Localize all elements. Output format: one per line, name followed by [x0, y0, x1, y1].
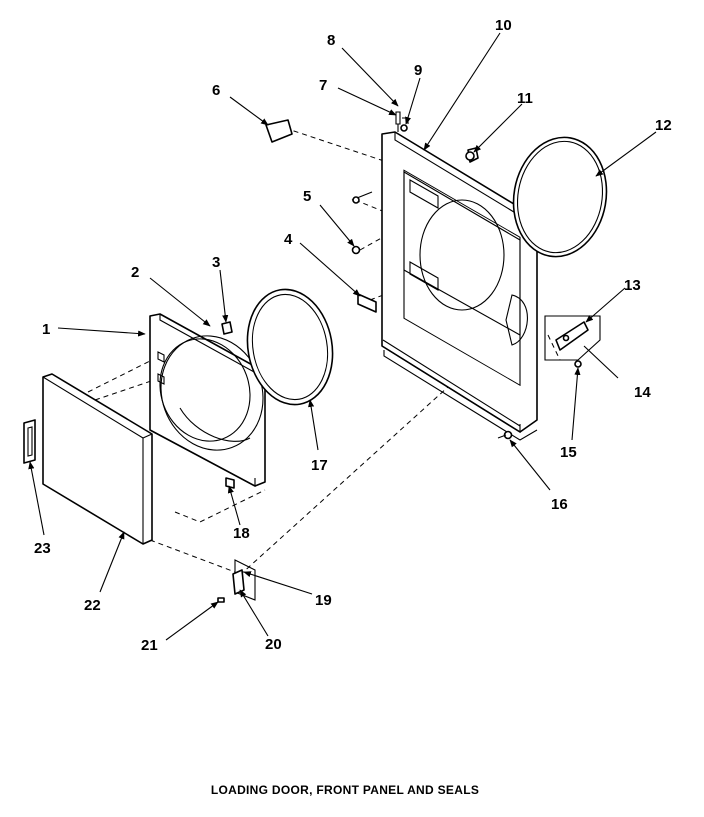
bracket: [265, 119, 293, 143]
callout-6: 6: [212, 82, 220, 99]
door-hinge: [217, 559, 256, 603]
callout-1: 1: [42, 321, 50, 338]
leader-lines: [28, 32, 657, 641]
screw-bottom: [497, 430, 513, 440]
callout-11: 11: [517, 90, 533, 107]
door-handle: [23, 419, 36, 464]
door-outer-panel: [42, 373, 153, 545]
door-gasket: [246, 288, 334, 406]
callout-14: 14: [634, 384, 651, 401]
callout-5: 5: [303, 188, 311, 205]
callout-labels: 1 2 3 4 5 6 7 8 9 10 11 12 13 14 15 16 1…: [34, 17, 672, 654]
callout-19: 19: [315, 592, 332, 609]
callout-12: 12: [655, 117, 672, 134]
front-panel: [381, 131, 538, 441]
diagram-caption: LOADING DOOR, FRONT PANEL AND SEALS: [210, 783, 480, 797]
callout-23: 23: [34, 540, 51, 557]
callout-15: 15: [560, 444, 577, 461]
callout-2: 2: [131, 264, 139, 281]
hinge-assembly: [544, 315, 601, 368]
callout-10: 10: [495, 17, 512, 34]
screw: [351, 191, 373, 255]
door-inner-frame: [149, 313, 266, 487]
callout-7: 7: [319, 77, 327, 94]
callout-20: 20: [265, 636, 282, 653]
callout-17: 17: [311, 457, 328, 474]
panel-seal: [512, 136, 608, 258]
callout-9: 9: [414, 62, 422, 79]
callout-8: 8: [327, 32, 335, 49]
callout-22: 22: [84, 597, 101, 614]
callout-16: 16: [551, 496, 568, 513]
callout-13: 13: [624, 277, 641, 294]
callout-3: 3: [212, 254, 220, 271]
bracket-clip: [357, 293, 377, 313]
callout-18: 18: [233, 525, 250, 542]
callout-21: 21: [141, 637, 158, 654]
callout-4: 4: [284, 231, 293, 248]
